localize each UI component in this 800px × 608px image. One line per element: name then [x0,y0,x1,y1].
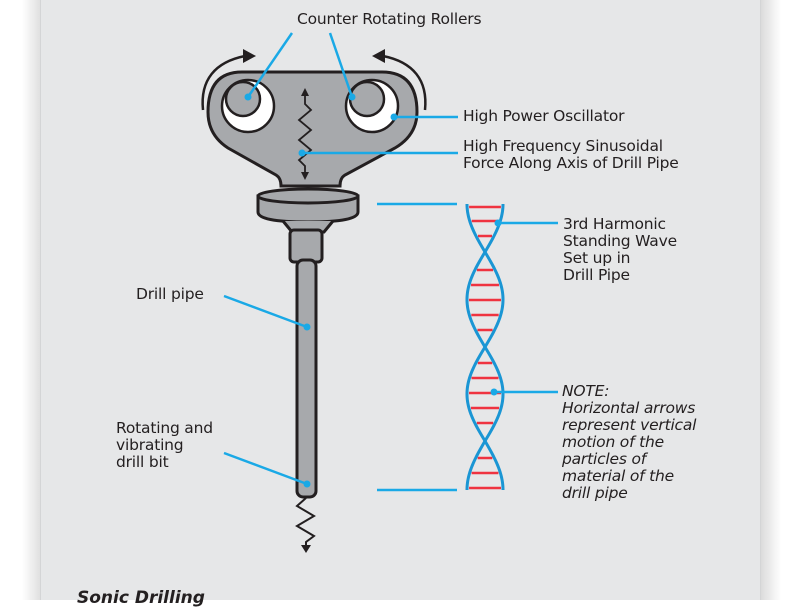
label-line: Set up in [563,249,631,267]
label-drill-pipe: Drill pipe [136,285,204,303]
note-line: represent vertical [562,416,697,434]
leader-note [490,388,558,396]
leader-rollers-right [328,32,356,101]
collar [256,187,360,234]
label-drill-bit: Rotating and vibrating drill bit [116,420,213,471]
note-text: NOTE: Horizontal arrows represent vertic… [562,383,696,502]
pipe-sleeve [288,228,324,264]
wave-strand-left [465,203,505,491]
vertical-vibration-arrow-icon [297,88,313,180]
label-line: High Frequency Sinusoidal [463,137,663,155]
label-third-harmonic: 3rd Harmonic Standing Wave Set up in Dri… [563,216,677,284]
left-rotation-arrow-icon [201,49,256,111]
label-sinusoidal-force: High Frequency Sinusoidal Force Along Ax… [463,138,679,172]
note-line: drill pipe [562,484,628,502]
label-line: Standing Wave [563,232,677,250]
note-line: particles of [562,450,647,468]
note-line: motion of the [562,433,664,451]
label-line: Rotating and [116,419,213,437]
leader-force [298,149,458,157]
figure-panel [40,0,761,600]
page-shadow-left [22,0,40,600]
label-counter-rotating-rollers: Counter Rotating Rollers [297,10,482,28]
label-line: Drill Pipe [563,266,630,284]
page-shadow-right [761,0,781,600]
leader-oscillator [390,113,458,121]
right-rotation-arrow-icon [372,49,427,111]
note-line: Horizontal arrows [562,399,696,417]
label-line: 3rd Harmonic [563,215,666,233]
note-line: NOTE: [562,382,610,400]
leader-drill-bit [223,451,311,488]
label-line: drill bit [116,453,169,471]
leader-drill-pipe [223,294,311,331]
label-line: vibrating [116,436,184,454]
right-roller [348,80,386,118]
drill-pipe [295,258,318,499]
drill-bit-vibration-icon [295,497,316,553]
standing-wave [465,203,505,491]
leader-wave [494,219,558,227]
label-high-power-oscillator: High Power Oscillator [463,107,625,125]
leader-rollers-left [244,32,294,101]
figure-caption: Sonic Drilling [77,588,205,608]
label-line: Force Along Axis of Drill Pipe [463,154,679,172]
note-line: material of the [562,467,674,485]
